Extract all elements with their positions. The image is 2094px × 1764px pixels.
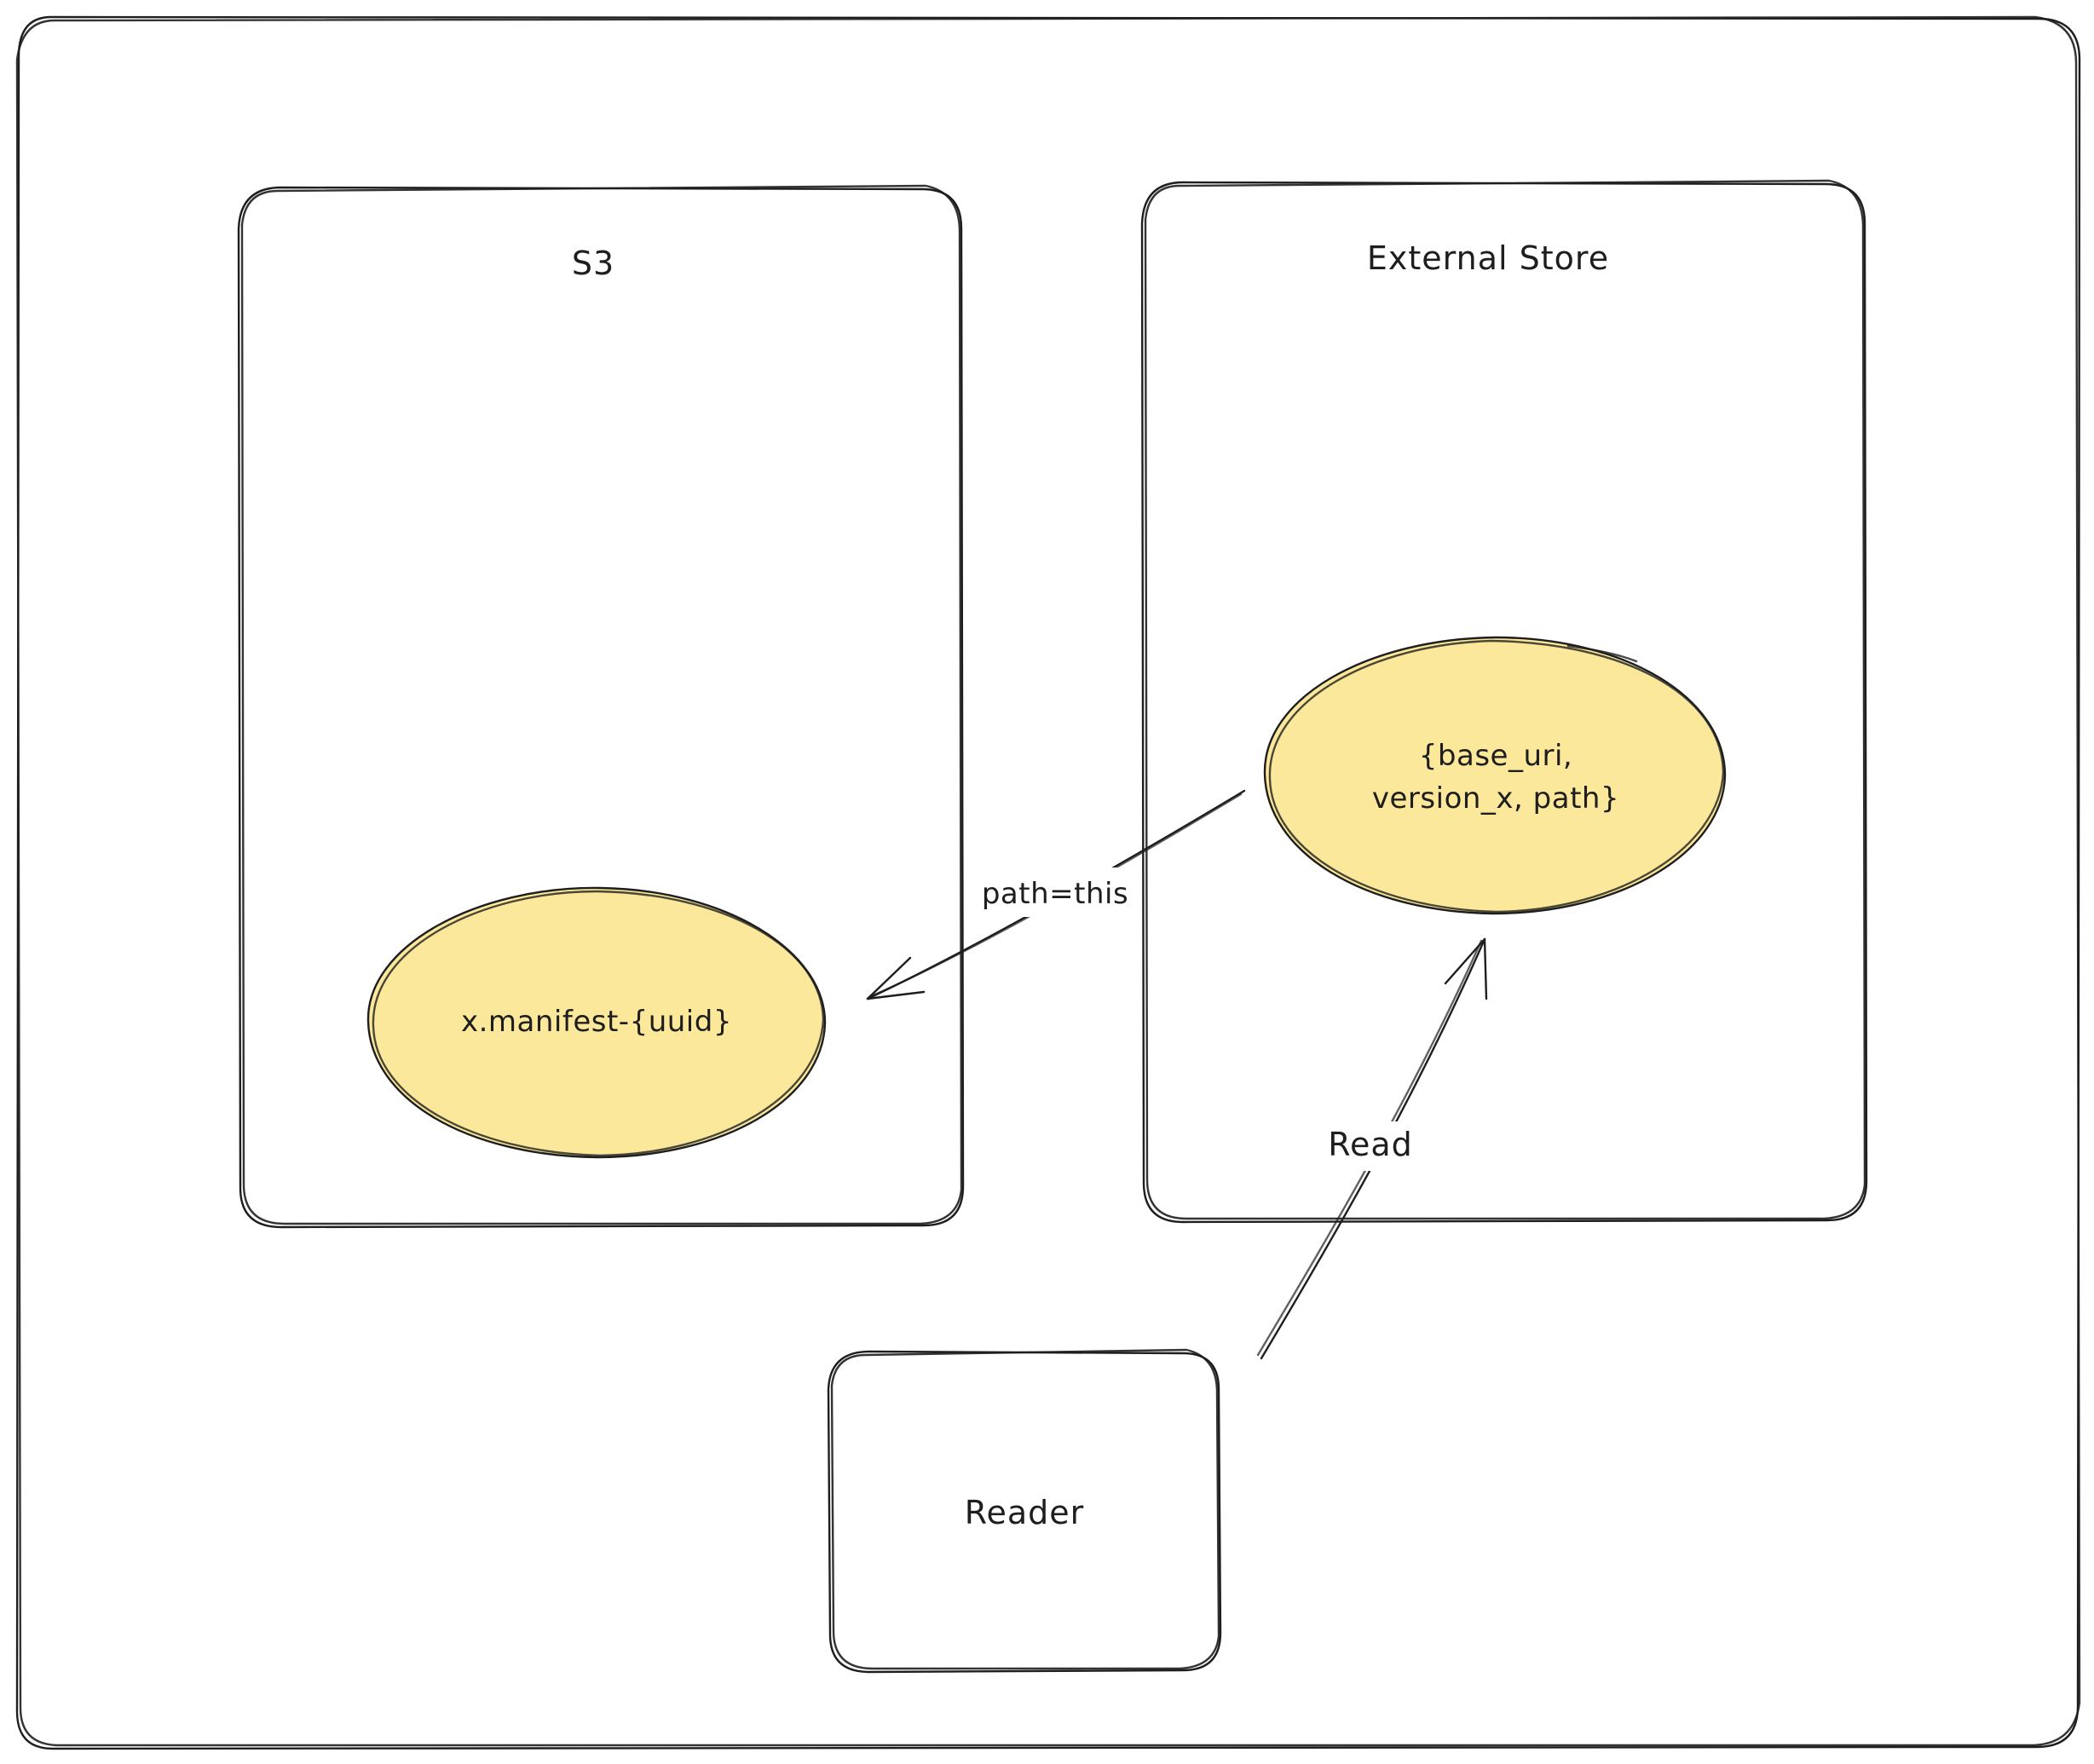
pointer-oval (1264, 637, 1724, 914)
external-store-title: External Store (1367, 239, 1609, 277)
s3-container: S3 (237, 184, 965, 1229)
arrow-pointer-to-manifest: path=this (866, 789, 1246, 1000)
manifest-oval (368, 889, 825, 1156)
pointer-node: {base_uri, version_x, path} (1263, 636, 1727, 915)
outer-frame (15, 15, 2081, 1750)
manifest-label: x.manifest-{uuid} (461, 1005, 732, 1039)
reader-box: Reader (827, 1348, 1222, 1674)
arrow-reader-to-pointer: Read (1256, 937, 1488, 1360)
path-equals-this-label: path=this (982, 877, 1128, 911)
pointer-label-line2: version_x, path} (1372, 781, 1619, 816)
manifest-node: x.manifest-{uuid} (366, 886, 827, 1159)
s3-title: S3 (572, 245, 614, 282)
read-label: Read (1328, 1126, 1412, 1163)
pointer-label-line1: {base_uri, (1419, 739, 1572, 773)
reader-title: Reader (965, 1494, 1084, 1531)
external-store-container: External Store (1140, 179, 1868, 1224)
